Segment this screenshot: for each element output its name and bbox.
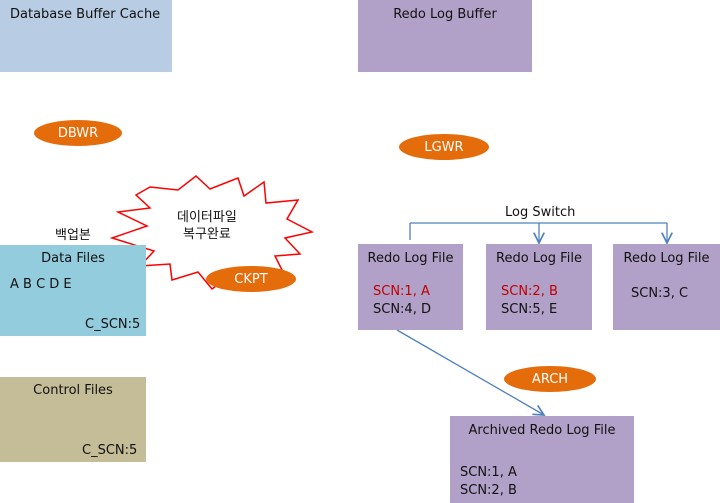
- data-files-content: A B C D E: [10, 277, 72, 292]
- redo-log-file-2-line-1: SCN:2, B: [501, 284, 558, 299]
- archived-redo-log-file-line-1: SCN:1, A: [460, 465, 517, 480]
- data-files-scn: C_SCN:5: [85, 317, 141, 332]
- log-switch-bracket: [409, 222, 667, 243]
- database-buffer-cache-label: Database Buffer Cache: [10, 7, 161, 22]
- data-files: Data Files A B C D E C_SCN:5: [0, 245, 146, 336]
- archived-redo-log-file-title: Archived Redo Log File: [468, 423, 616, 438]
- control-files-title: Control Files: [33, 383, 113, 398]
- data-files-title: Data Files: [41, 251, 105, 266]
- log-switch-label: Log Switch: [505, 205, 576, 220]
- lgwr-process: LGWR: [399, 134, 489, 160]
- redo-log-file-1-line-1: SCN:1, A: [373, 284, 430, 299]
- redo-log-file-1-line-2: SCN:4, D: [373, 302, 431, 317]
- database-buffer-cache: Database Buffer Cache: [0, 0, 172, 72]
- control-files-scn: C_SCN:5: [82, 443, 138, 458]
- ckpt-process: CKPT: [206, 266, 296, 292]
- arch-process: ARCH: [504, 366, 596, 392]
- redo-log-file-1-title: Redo Log File: [367, 251, 454, 266]
- backup-label: 백업본: [55, 228, 91, 243]
- redo-log-file-2-title: Redo Log File: [496, 251, 582, 266]
- dbwr-process: DBWR: [34, 120, 122, 146]
- redo-log-file-2-line-2: SCN:5, E: [501, 302, 558, 317]
- archived-redo-log-file-line-2: SCN:2, B: [460, 483, 517, 498]
- redo-log-file-1: Redo Log File SCN:1, A SCN:4, D: [358, 244, 463, 330]
- starburst-line-1: 데이터파일: [177, 210, 237, 225]
- redo-log-buffer-label: Redo Log Buffer: [393, 7, 497, 22]
- starburst-line-2: 복구완료: [183, 227, 231, 242]
- redo-log-file-2: Redo Log File SCN:2, B SCN:5, E: [486, 244, 592, 330]
- redo-log-file-3-title: Redo Log File: [623, 251, 710, 266]
- redo-log-buffer: Redo Log Buffer: [358, 0, 532, 72]
- redo-log-file-3-line-1: SCN:3, C: [631, 286, 689, 301]
- redo-log-file-3: Redo Log File SCN:3, C: [613, 244, 720, 330]
- archived-redo-log-file: Archived Redo Log File SCN:1, A SCN:2, B: [450, 416, 634, 503]
- control-files: Control Files C_SCN:5: [0, 377, 146, 462]
- archive-arrow: [396, 329, 544, 415]
